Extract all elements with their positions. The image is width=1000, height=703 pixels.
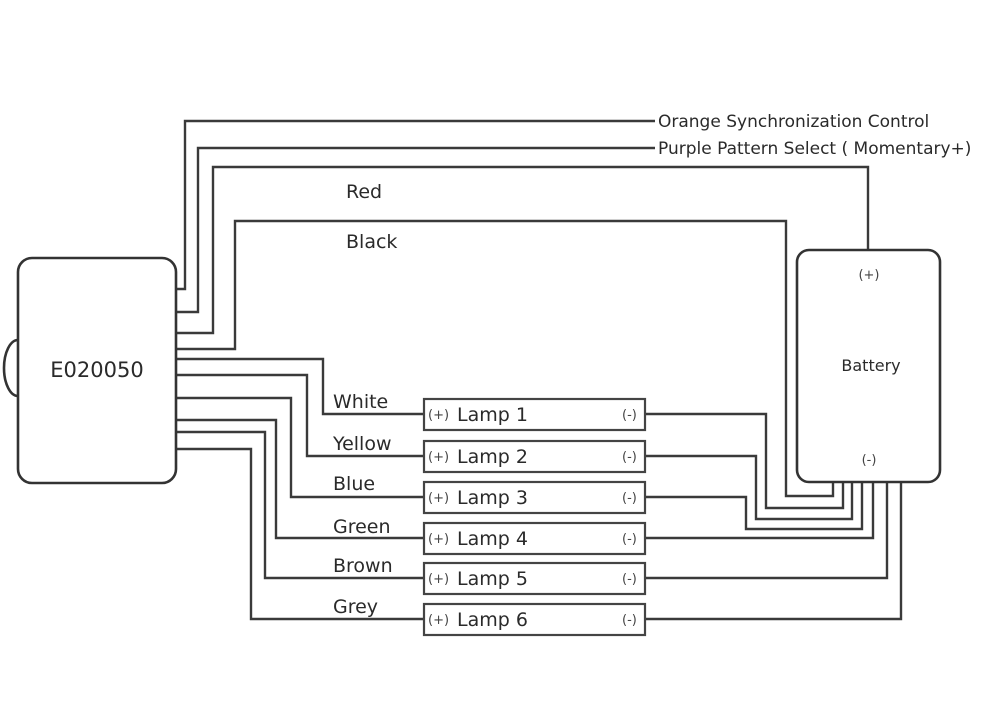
controller-box	[16, 256, 178, 485]
lamp-4-minus: (-)	[622, 532, 637, 547]
lamp-5: (+) Lamp 5 (-)	[422, 561, 647, 596]
red-wire	[176, 165, 870, 335]
black-wire	[176, 219, 835, 498]
lamp-5-minus: (-)	[622, 572, 637, 587]
lamp-6-plus: (+)	[428, 613, 449, 628]
orange-wire-label: Orange Synchronization Control	[658, 112, 929, 132]
lamp-3-plus: (+)	[428, 491, 449, 506]
purple-wire-label: Purple Pattern Select ( Momentary+)	[658, 139, 971, 159]
lamp-3-minus: (-)	[622, 491, 637, 506]
lamp-2-plus: (+)	[428, 450, 449, 465]
lamp-4: (+) Lamp 4 (-)	[422, 521, 647, 556]
lamp-3-return-wire	[645, 482, 864, 531]
purple-wire	[176, 146, 655, 314]
green-wire-label: Green	[333, 516, 391, 538]
lamp-4-plus: (+)	[428, 532, 449, 547]
white-wire-label: White	[333, 391, 388, 413]
lamp-2: (+) Lamp 2 (-)	[422, 439, 647, 474]
lamp-3-box	[422, 480, 647, 515]
lamp-3-label: Lamp 3	[457, 487, 528, 509]
lamp-6: (+) Lamp 6 (-)	[422, 602, 647, 637]
controller-label: E020050	[50, 358, 143, 382]
lamp-1-return-wire	[645, 412, 845, 510]
lamp-3: (+) Lamp 3 (-)	[422, 480, 647, 515]
lamp-1-minus: (-)	[622, 408, 637, 423]
grey-wire	[176, 447, 424, 621]
lamp-2-minus: (-)	[622, 450, 637, 465]
green-wire	[176, 418, 424, 540]
lamp-2-return-wire	[645, 454, 854, 521]
lamp-5-label: Lamp 5	[457, 568, 528, 590]
controller-connector-bump	[2, 338, 19, 398]
white-wire	[176, 357, 424, 416]
yellow-wire	[176, 373, 424, 458]
lamp-5-return-wire	[645, 482, 889, 580]
lamp-1: (+) Lamp 1 (-)	[422, 397, 647, 432]
lamp-4-return-wire	[645, 482, 875, 540]
battery-box	[795, 248, 942, 484]
lamp-1-label: Lamp 1	[457, 404, 528, 426]
battery-positive-terminal: (+)	[858, 268, 879, 283]
battery-label: Battery	[841, 356, 900, 375]
orange-wire	[176, 119, 655, 291]
red-wire-label: Red	[346, 181, 382, 203]
grey-wire-label: Grey	[333, 596, 378, 618]
lamp-6-return-wire	[645, 482, 903, 621]
brown-wire	[176, 430, 424, 580]
brown-wire-label: Brown	[333, 555, 393, 577]
lamp-6-minus: (-)	[622, 613, 637, 628]
lamp-5-box	[422, 561, 647, 596]
lamp-6-label: Lamp 6	[457, 609, 528, 631]
battery-negative-terminal: (-)	[862, 453, 877, 468]
blue-wire	[176, 396, 424, 499]
lamp-5-plus: (+)	[428, 572, 449, 587]
lamp-2-label: Lamp 2	[457, 446, 528, 468]
lamp-4-label: Lamp 4	[457, 528, 528, 550]
lamp-2-box	[422, 439, 647, 474]
lamp-1-plus: (+)	[428, 408, 449, 423]
lamp-1-box	[422, 397, 647, 432]
lamp-4-box	[422, 521, 647, 556]
blue-wire-label: Blue	[333, 473, 375, 495]
black-wire-label: Black	[346, 231, 397, 253]
yellow-wire-label: Yellow	[332, 433, 392, 455]
lamp-6-box	[422, 602, 647, 637]
